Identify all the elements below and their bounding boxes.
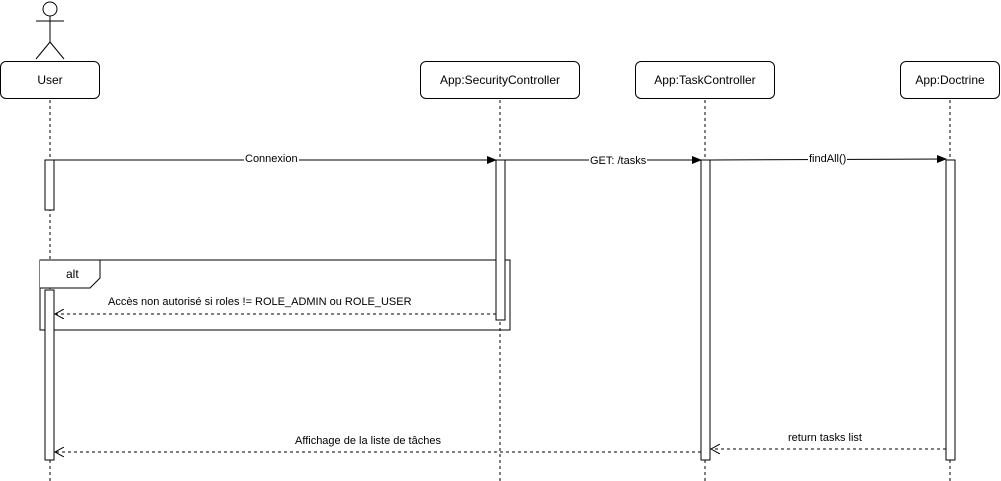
activation-task	[700, 159, 711, 461]
user-actor-icon	[35, 1, 65, 60]
participant-user: User	[0, 61, 100, 99]
participant-task-controller-label: App:TaskController	[654, 73, 756, 87]
message-findall-label: findAll()	[808, 153, 848, 166]
message-display-list-label: Affichage de la liste de tâches	[294, 435, 442, 448]
alt-fragment	[39, 259, 511, 331]
participant-security-controller-label: App:SecurityController	[439, 73, 561, 87]
activation-user-1	[44, 159, 55, 211]
message-return-tasks-label: return tasks list	[787, 432, 863, 445]
message-access-denied-label: Accès non autorisé si roles != ROLE_ADMI…	[107, 296, 413, 309]
participant-security-controller: App:SecurityController	[420, 61, 580, 99]
activation-doctrine	[945, 159, 956, 461]
activation-user-2	[44, 289, 55, 461]
participant-user-label: User	[37, 73, 63, 87]
participant-task-controller: App:TaskController	[635, 61, 775, 99]
participant-doctrine: App:Doctrine	[900, 61, 1000, 99]
message-connexion-label: Connexion	[244, 153, 299, 166]
participant-doctrine-label: App:Doctrine	[915, 73, 985, 87]
alt-fragment-label: alt	[66, 267, 79, 281]
activation-security	[495, 159, 506, 321]
message-get-tasks-label: GET: /tasks	[589, 155, 648, 168]
